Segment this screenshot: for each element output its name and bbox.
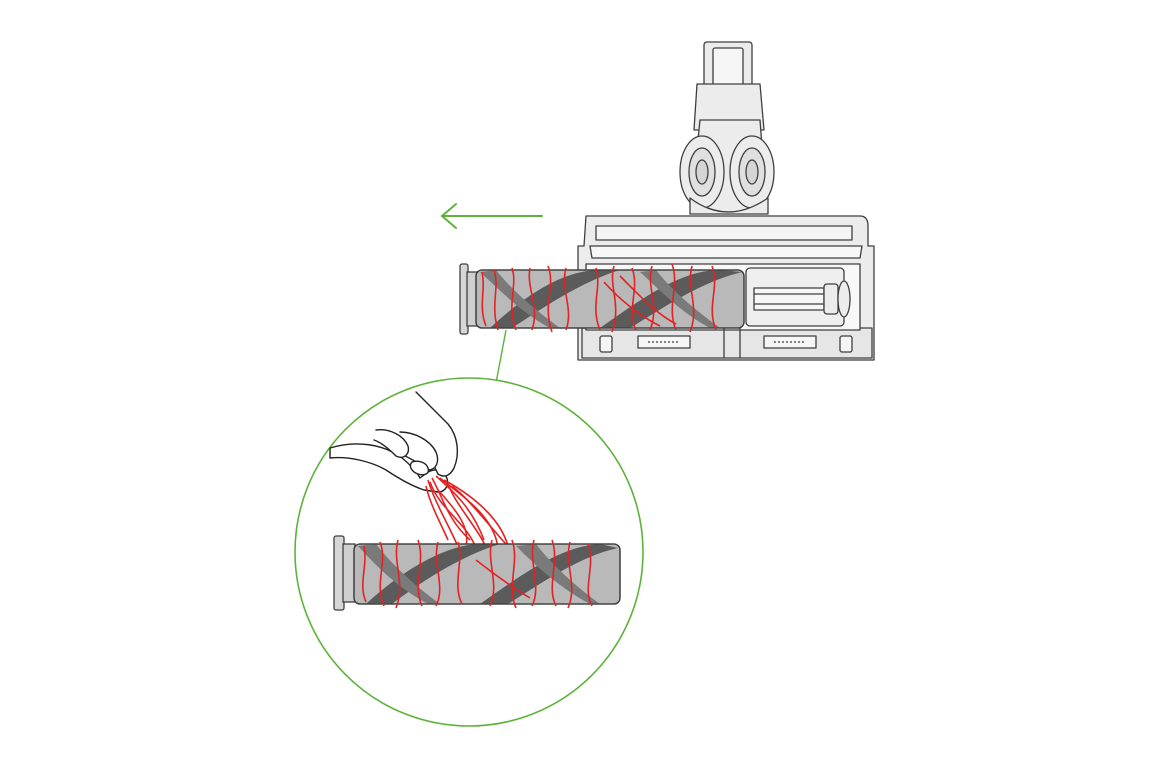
- hair-tangle-zoomed: [362, 539, 593, 609]
- callout-leader-line: [495, 329, 507, 384]
- brush-bar-zoomed: [333, 535, 621, 611]
- wand-neck: [679, 41, 775, 215]
- arrow-left-icon: [440, 203, 543, 229]
- hair-tangle-on-brush-bar: [481, 263, 717, 333]
- zoom-callout: [294, 377, 644, 727]
- pulled-hair: [425, 475, 521, 561]
- hand-icon: [329, 391, 459, 493]
- brush-bar-removed: [459, 263, 745, 335]
